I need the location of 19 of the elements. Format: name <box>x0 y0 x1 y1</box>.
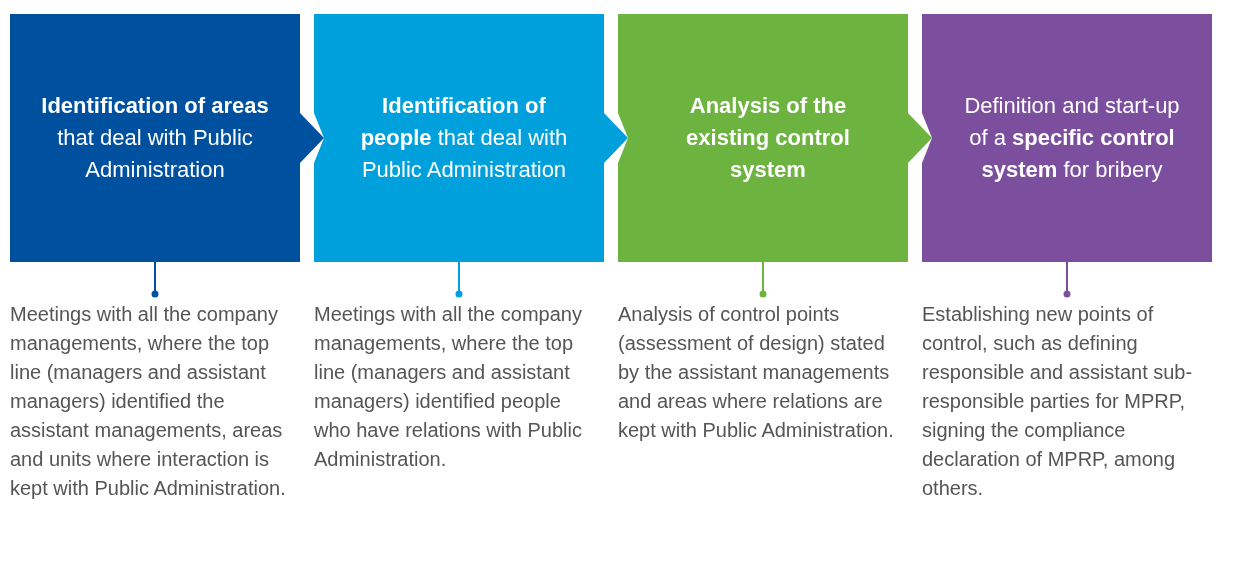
step-title: Definition and start-up of a specific control system for bribery <box>963 92 1181 184</box>
description-text: Establishing new points of control, such as defining responsible and assistant sub-responsible parties for MPRP, signing the compliance declaration of MPRP, among others. <box>922 300 1204 503</box>
chevron-arrow <box>604 113 628 163</box>
step-title: Identification of people that deal with Public Administration <box>359 92 569 184</box>
chevron-arrow <box>908 113 932 163</box>
leader-line <box>1063 261 1071 298</box>
description-text: Meetings with all the company managements, where the top line (managers and assistant managers) identified people who have relations with Public Administration. <box>314 300 596 474</box>
process-step-box <box>922 14 1212 262</box>
step-title: Identification of areas that deal with Public Administration <box>40 92 270 184</box>
process-step-box <box>618 14 908 262</box>
description-text: Meetings with all the company managements, where the top line (managers and assistant managers) identified the assistant managements, areas and units where interaction is kept with Public Administration. <box>10 300 292 503</box>
description-text: Analysis of control points (assessment of design) stated by the assistant managements and areas where relations are kept with Public Administration. <box>618 300 900 445</box>
process-step-box <box>314 14 604 262</box>
chevron-arrow <box>300 113 324 163</box>
step-title: Analysis of the existing control system <box>685 92 851 184</box>
process-step-box <box>10 14 300 262</box>
leader-line <box>759 261 767 298</box>
leader-line <box>151 261 159 298</box>
leader-line <box>455 261 463 298</box>
